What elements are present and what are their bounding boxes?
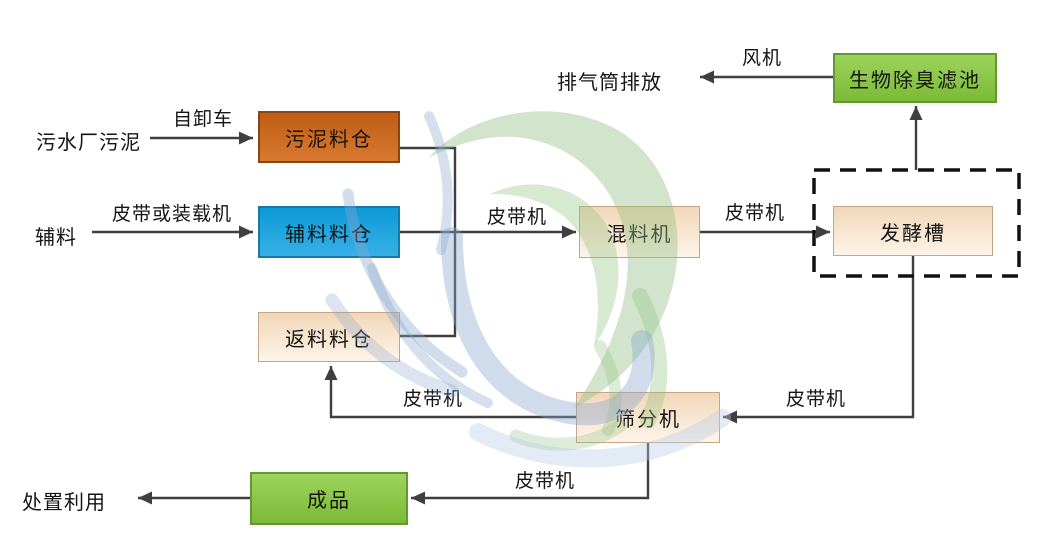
node-fermenter: 发酵槽 <box>833 206 993 256</box>
label-belt-to-mixer: 皮带机 <box>486 207 548 228</box>
node-return-silo: 返料料仓 <box>258 312 400 362</box>
node-sludge-silo: 污泥料仓 <box>258 111 400 163</box>
node-screener: 筛分机 <box>576 392 720 443</box>
edge-screener-to-product <box>411 443 650 505</box>
text-exhaust-outlet: 排气筒排放 <box>557 72 662 94</box>
node-aux-silo: 辅料料仓 <box>258 206 400 258</box>
edge-silo-junction <box>399 146 457 338</box>
text-sludge-source: 污水厂污泥 <box>36 132 141 154</box>
label-fan: 风机 <box>741 48 783 69</box>
label-belt-to-product: 皮带机 <box>514 471 576 492</box>
node-biofilter: 生物除臭滤池 <box>833 53 997 103</box>
label-dump-truck: 自卸车 <box>172 109 234 130</box>
label-belt-to-return: 皮带机 <box>402 389 464 410</box>
node-mixer: 混料机 <box>579 206 700 258</box>
label-belt-to-fermenter: 皮带机 <box>724 203 786 224</box>
label-belt-or-loader: 皮带或装载机 <box>111 204 233 225</box>
edge-fermenter-to-screener <box>723 256 915 424</box>
node-product: 成品 <box>250 472 408 525</box>
text-aux-source: 辅料 <box>35 227 77 249</box>
label-belt-to-screener: 皮带机 <box>785 389 847 410</box>
text-disposal: 处置利用 <box>22 492 106 514</box>
edge-screener-to-return <box>324 366 576 419</box>
